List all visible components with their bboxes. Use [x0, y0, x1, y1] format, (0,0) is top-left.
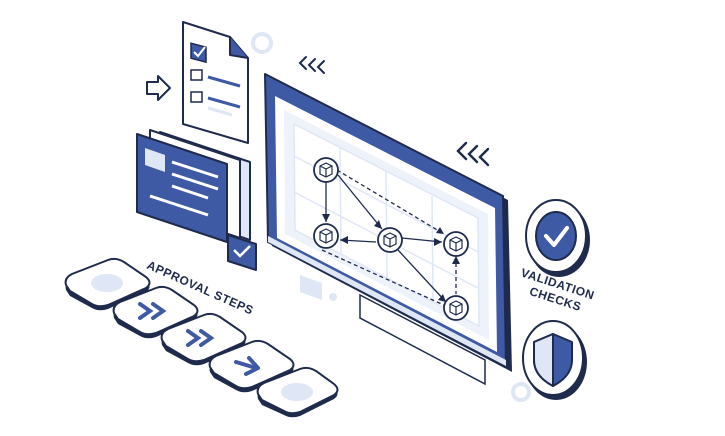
workflow-monitor-icon [264, 73, 512, 386]
pointer-arrow-icon [146, 75, 171, 101]
circle-icon [91, 274, 123, 292]
checklist-document-icon [182, 21, 249, 144]
check-badge-small-icon [227, 234, 257, 271]
node-1 [313, 157, 339, 183]
decor-circle-bottom [511, 382, 531, 402]
step-tile-4 [208, 339, 295, 393]
double-chevron-icon [138, 302, 167, 320]
node-5 [443, 295, 469, 321]
step-tile-5 [256, 366, 339, 418]
node-2 [313, 223, 339, 249]
node-3 [377, 227, 403, 253]
shield-icon [522, 320, 587, 400]
chevrons-left-icon-right [456, 141, 490, 167]
decor-circle-top [251, 32, 273, 54]
arrow-right-icon [234, 356, 260, 376]
chevrons-left-icon [298, 56, 325, 74]
node-4 [443, 231, 469, 257]
approval-steps [64, 257, 339, 418]
step-tile-2 [112, 285, 199, 339]
stacked-cards-icon [136, 129, 251, 243]
double-chevron-icon-2 [186, 329, 215, 347]
check-badge-icon [525, 199, 590, 277]
circle-icon-2 [281, 383, 313, 401]
